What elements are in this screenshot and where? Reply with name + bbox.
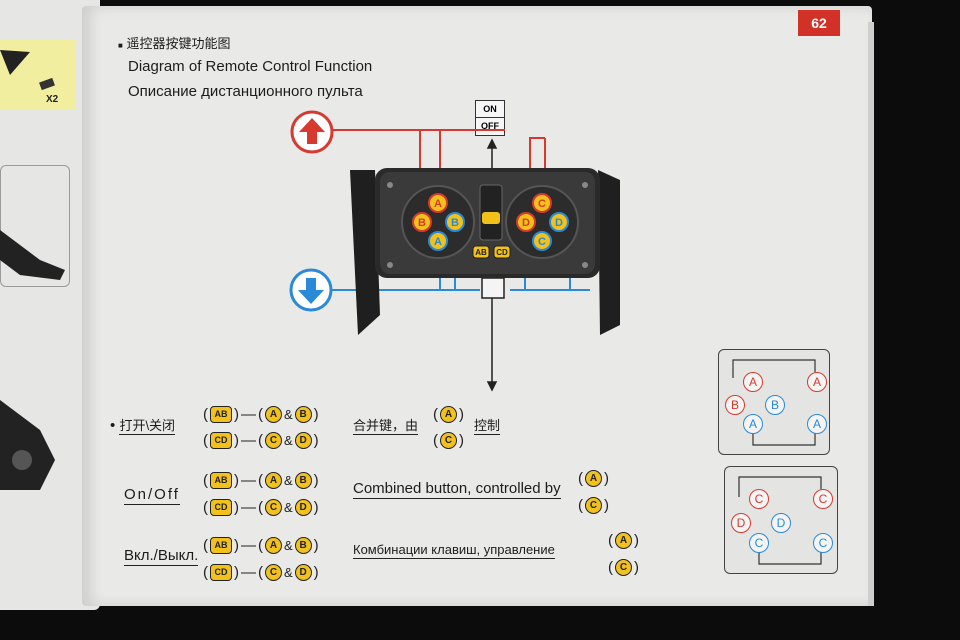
combo-cd-ru: (CD)—(C&D) [203, 564, 319, 581]
key-c-top: C [538, 198, 546, 210]
key-ab: AB [475, 248, 487, 257]
combo-ab-en: (AB)—(A&B) [203, 472, 319, 489]
legend-cd-c-red-2: C [813, 489, 833, 509]
row-cn-label-wrap: • 打开\关闭 [110, 415, 176, 435]
control-key-ru-c: (C) [608, 559, 639, 576]
key-d-right: D [555, 217, 563, 229]
legend-ab-a-blue: A [743, 414, 763, 434]
legend-ab-a-blue-2: A [807, 414, 827, 434]
legend-cd-c-blue: C [749, 533, 769, 553]
combo-cd-en: (CD)—(C&D) [203, 499, 319, 516]
legend-ab-a-red-2: A [807, 372, 827, 392]
control-key-ru-a: (A) [608, 532, 639, 549]
remote-diagram: A B B A C D D C AB CD [289, 110, 620, 392]
key-a-bottom: A [434, 236, 442, 248]
left-step-frame [0, 165, 70, 287]
legend-cd-d-red: D [731, 513, 751, 533]
row-en-desc: Combined button, controlled by [353, 480, 561, 499]
combo-ab-cn: (AB)—(A&B) [203, 406, 319, 423]
key-b-left: B [418, 217, 426, 229]
legend-ab-b-red: B [725, 395, 745, 415]
key-d-left: D [522, 217, 530, 229]
legend-cd-c-red: C [749, 489, 769, 509]
up-arrow-icon [290, 110, 334, 154]
row-cn-desc2-wrap: 控制 [474, 415, 501, 435]
control-key-cn-a: (A) [433, 406, 464, 423]
legend-ab-b-blue: B [765, 395, 785, 415]
row-cn-desc: 合并键，由 [353, 418, 419, 435]
key-a-top: A [434, 198, 442, 210]
switch-on-label: ON [476, 101, 504, 118]
combo-cd-cn: (CD)—(C&D) [203, 432, 319, 449]
legend-cd-c-blue-2: C [813, 533, 833, 553]
title-ru: Описание дистанционного пульта [128, 83, 363, 100]
parts-quantity: X2 [46, 94, 59, 105]
row-ru-label-wrap: Вкл./Выкл. [124, 547, 199, 566]
switch-off-label: OFF [481, 121, 499, 131]
control-key-cn-c: (C) [433, 432, 464, 449]
key-b-right: B [451, 217, 459, 229]
control-key-en-c: (C) [578, 497, 609, 514]
combo-ab-ru: (AB)—(A&B) [203, 537, 319, 554]
row-en-desc-wrap: Combined button, controlled by [353, 480, 561, 499]
left-parts-panel: X2 [0, 40, 75, 110]
legend-box-ab: A A B B A A [718, 349, 830, 455]
legend-ab-lines [732, 359, 816, 446]
row-en-label: On/Off [124, 486, 180, 505]
row-cn-desc2: 控制 [474, 418, 501, 435]
row-cn-desc-wrap: 合并键，由 [353, 415, 419, 435]
remote-keys: A B B A C D D C AB CD [412, 193, 569, 259]
row-en-label-wrap: On/Off [124, 486, 180, 505]
row-ru-desc: Комбинации клавиш, управление [353, 542, 555, 559]
bullet-icon: ■ [118, 41, 123, 50]
bullet-dot-icon: • [110, 417, 116, 434]
title-cn: 遥控器按键功能图 [126, 36, 231, 51]
key-cd: CD [496, 248, 508, 257]
key-c-bottom: C [538, 236, 546, 248]
parts-icon [0, 50, 55, 91]
legend-cd-d-blue: D [771, 513, 791, 533]
left-model-image [0, 230, 65, 490]
control-key-en-a: (A) [578, 470, 609, 487]
row-cn-label: 打开\关闭 [119, 418, 176, 435]
down-arrow-icon [289, 268, 333, 312]
page-edge [868, 22, 874, 606]
page-number-badge: 62 [798, 10, 840, 36]
title-en: Diagram of Remote Control Function [128, 58, 373, 75]
legend-ab-a-red: A [743, 372, 763, 392]
legend-cd-lines [738, 476, 822, 565]
title-cn-row: ■ 遥控器按键功能图 [118, 33, 230, 52]
row-ru-desc-wrap: Комбинации клавиш, управление [353, 542, 555, 559]
legend-box-cd: C C D D C C [724, 466, 838, 574]
row-ru-label: Вкл./Выкл. [124, 547, 199, 566]
